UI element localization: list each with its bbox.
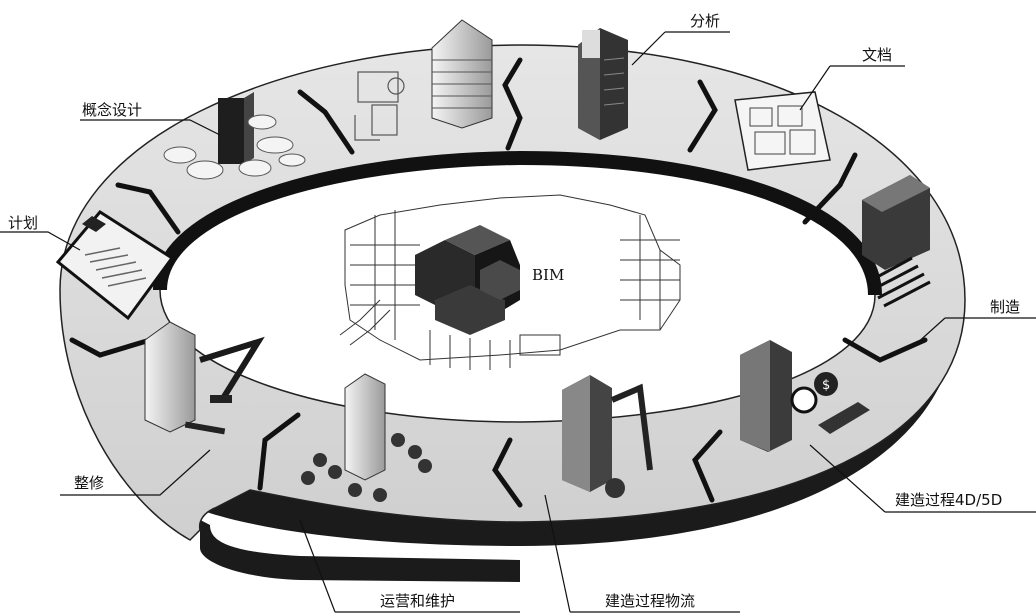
renovation-illustration: [144, 321, 265, 435]
design-model-illustration: [354, 19, 493, 141]
fabrication-machine-illustration: [862, 175, 931, 308]
bim-core-cubes: [415, 225, 520, 335]
svg-text:$: $: [822, 378, 830, 393]
leader-lines: [0, 31, 1036, 613]
bim-sketch: [339, 194, 681, 370]
concept-design-illustration: [163, 92, 306, 180]
stage-label-fabrication: 制造: [990, 298, 1021, 316]
stage-label-concept-design: 概念设计: [82, 101, 143, 119]
dollar-icon: [814, 372, 838, 396]
stage-label-plan: 计划: [8, 214, 39, 232]
bim-center-label: BIM: [532, 266, 565, 284]
stage-label-documentation: 文档: [862, 46, 893, 64]
construction-4d5d-illustration: $: [740, 340, 870, 452]
logistics-illustration: [562, 375, 653, 498]
stage-label-analysis: 分析: [690, 12, 721, 30]
analysis-tower-illustration: [578, 28, 628, 140]
plan-clipboard-illustration: [55, 210, 175, 321]
ring-surface: [59, 44, 966, 541]
stage-label-operation-maintenance: 运营和维护: [380, 592, 456, 610]
stage-label-logistics: 建造过程物流: [605, 592, 696, 610]
ring-side: [75, 300, 958, 582]
documentation-drawing-illustration: [734, 91, 831, 171]
clock-icon: [790, 386, 818, 414]
stage-label-renovation: 整修: [74, 474, 105, 492]
operation-maintenance-illustration: [301, 373, 432, 502]
stage-label-construction-4d5d: 建造过程4D/5D: [895, 491, 1003, 509]
